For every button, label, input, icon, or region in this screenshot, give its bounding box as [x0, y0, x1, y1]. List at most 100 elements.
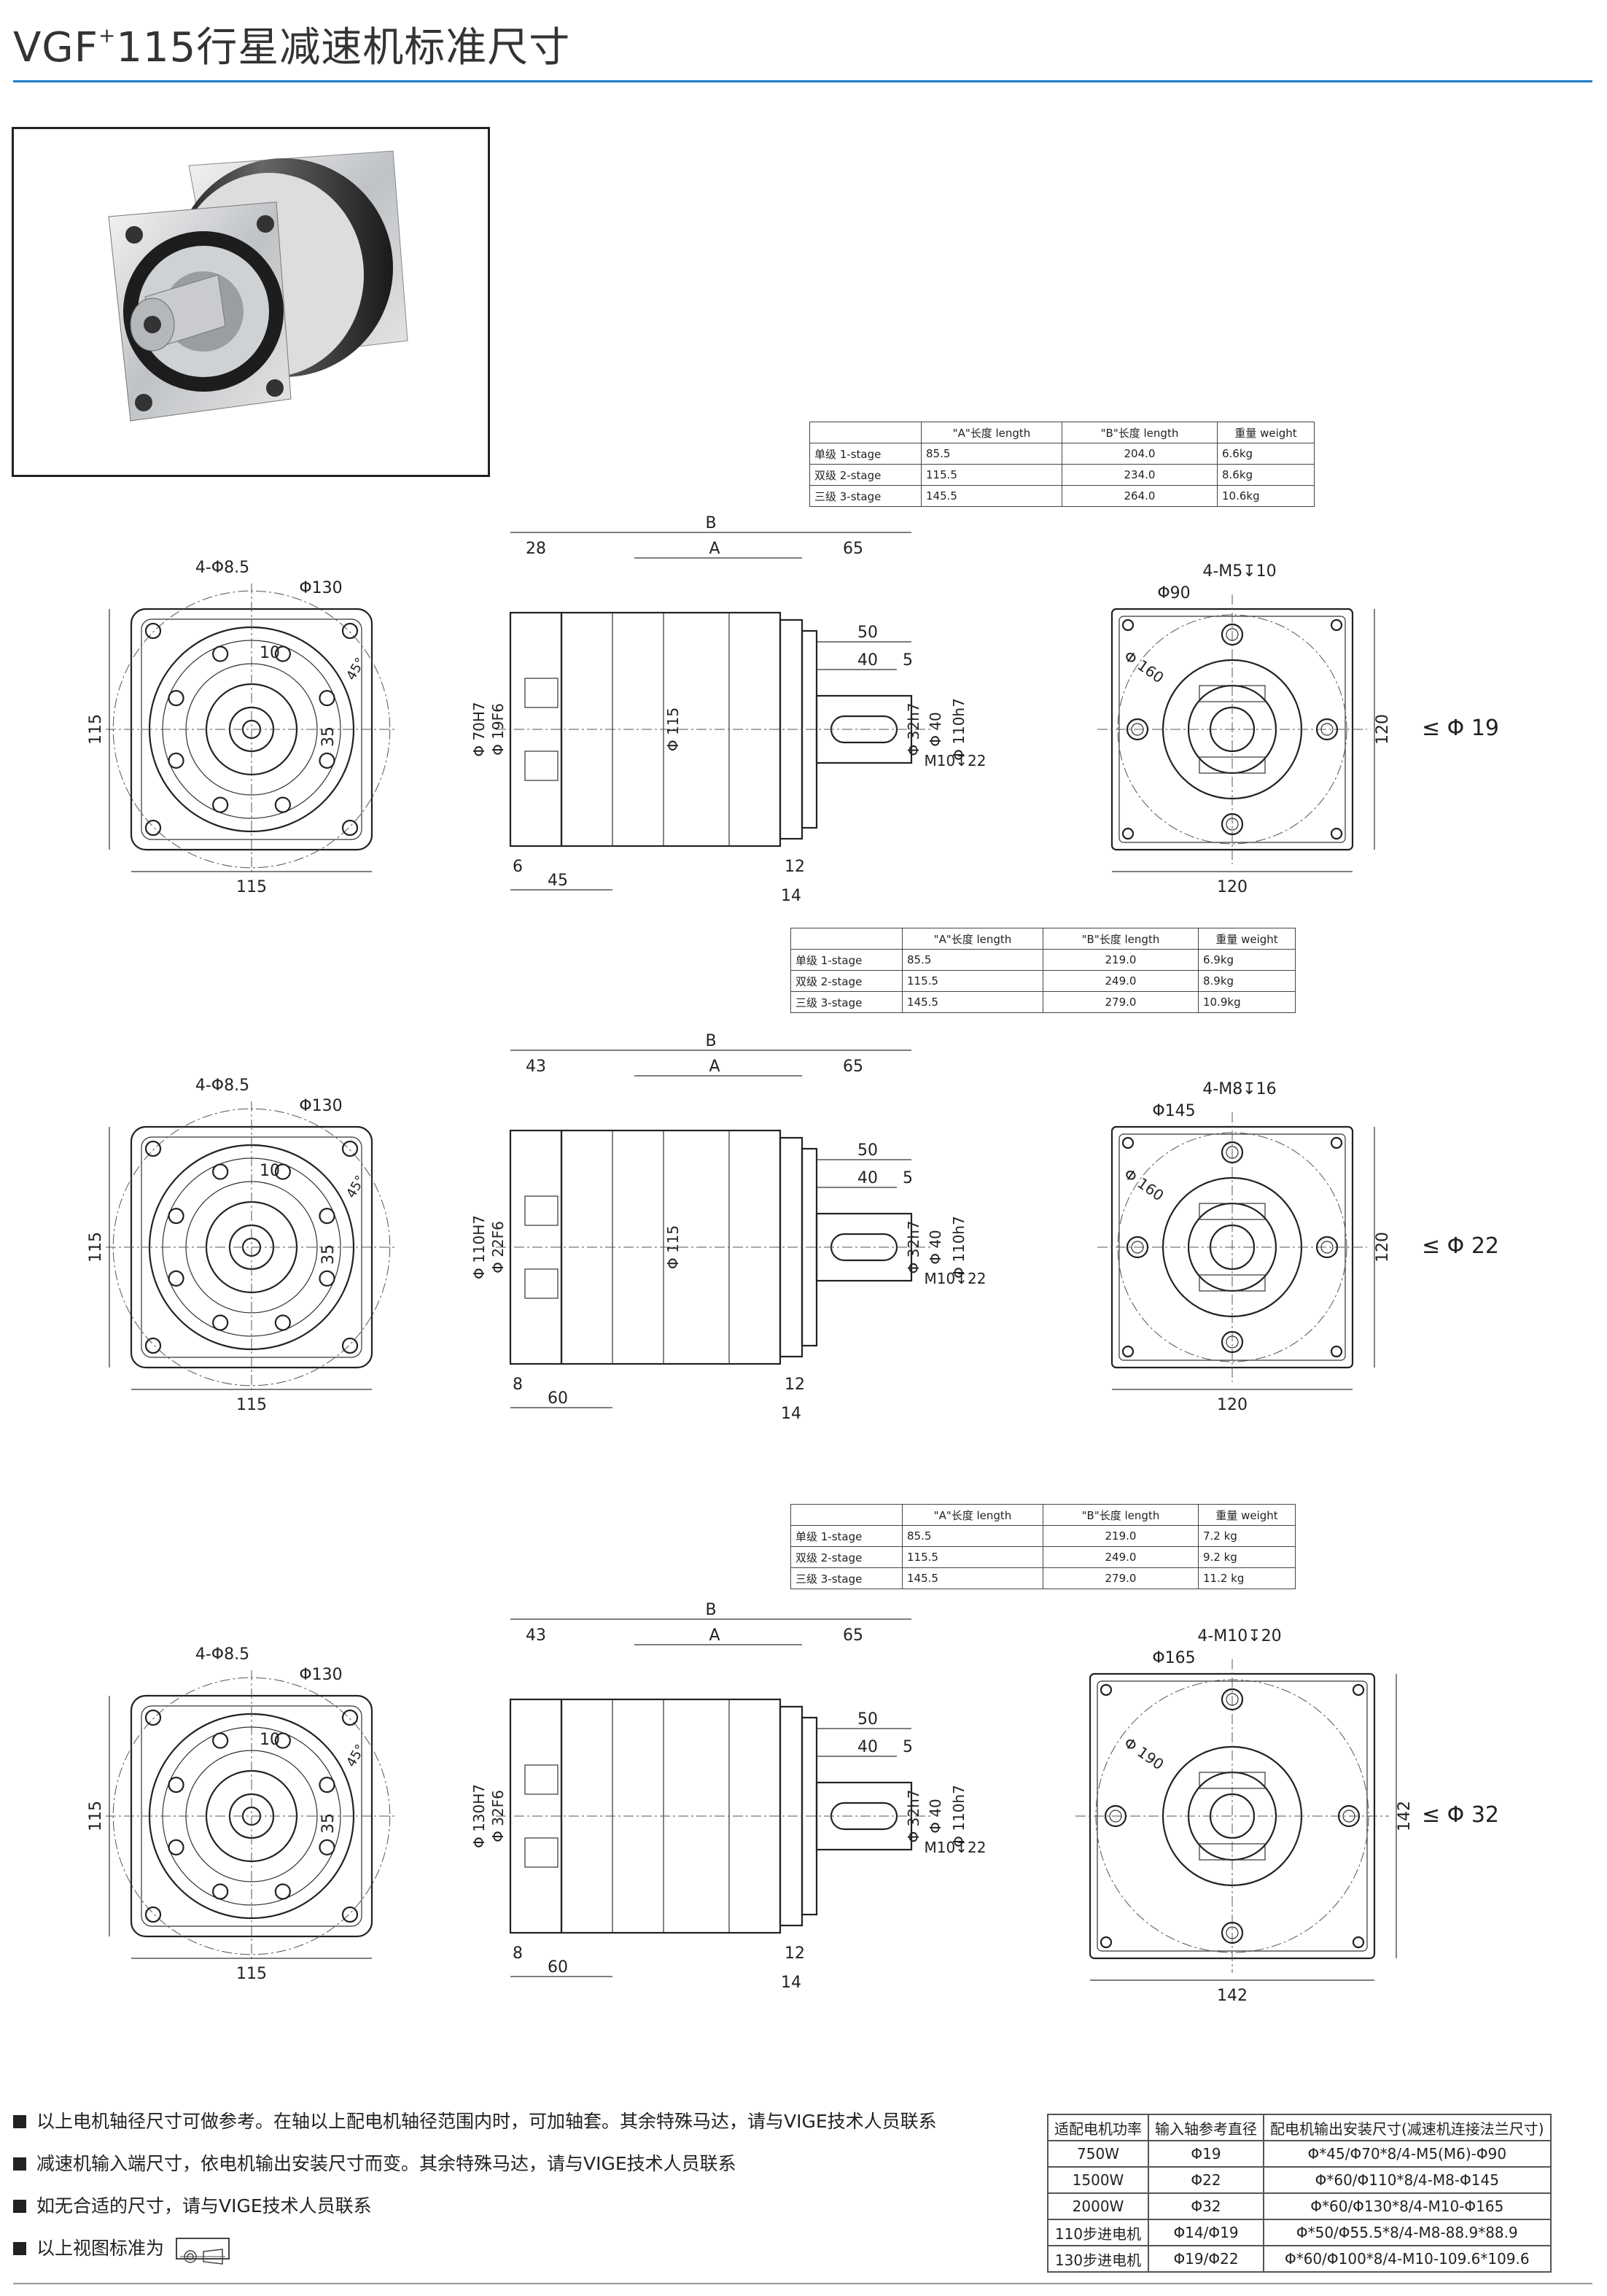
dim-width: 115	[236, 1396, 267, 1414]
dim-45: 60	[548, 1389, 568, 1408]
title-rule	[13, 80, 1592, 82]
dim-5: 5	[903, 1738, 913, 1756]
dim-45: 60	[548, 1958, 568, 1977]
dim-angle: 45°	[343, 655, 368, 683]
rear-dim-thread: 4-M8↧16	[1202, 1080, 1276, 1098]
dim-5: 5	[903, 1169, 913, 1187]
dim-thread: M10↧22	[925, 752, 987, 769]
rear-dim-thread: 4-M10↧20	[1197, 1627, 1281, 1645]
dim-40: 40	[857, 651, 878, 670]
dim-12: 12	[785, 1944, 805, 1963]
note-3: 如无合适的尺寸，请与VIGE技术人员联系	[13, 2185, 937, 2227]
dim-12: 12	[785, 858, 805, 876]
rear-dim-d2: Φ 160	[1121, 1165, 1167, 1204]
dim-A: A	[709, 1626, 720, 1645]
rear-dim-height: 120	[1374, 714, 1392, 745]
rear-dim-thread: 4-M5↧10	[1202, 562, 1276, 581]
dim-35: 35	[319, 1813, 338, 1834]
dim-pilot: Φ 110h7	[950, 1785, 968, 1847]
dim-35: 35	[319, 1244, 338, 1265]
dim-bore-2: Φ 22F6	[489, 1221, 507, 1273]
rear-dim-width: 120	[1217, 1396, 1248, 1414]
rear-dim-d2: Φ 160	[1121, 647, 1167, 686]
dim-pcd: Φ130	[299, 1097, 342, 1115]
dim-shaft-2: Φ 40	[927, 1799, 944, 1834]
dim-A: A	[709, 1058, 720, 1076]
dim-50: 50	[857, 1710, 878, 1729]
dim-14: 14	[781, 1974, 801, 1992]
dim-28: 28	[526, 540, 546, 558]
dim-50: 50	[857, 624, 878, 642]
note-1: 以上电机轴径尺寸可做参考。在轴以上配电机轴径范围内时，可加轴套。其余特殊马达，请…	[13, 2101, 937, 2143]
dim-28: 43	[526, 1626, 546, 1645]
dim-6: 6	[513, 858, 523, 876]
dim-6: 8	[513, 1944, 523, 1963]
dim-thread: M10↧22	[925, 1839, 987, 1856]
dim-14: 14	[781, 887, 801, 905]
dim-width: 115	[236, 1965, 267, 1983]
dim-shaft-1: Φ 32h7	[905, 1790, 922, 1843]
rear-shaft-limit: ≤ Φ 19	[1422, 715, 1499, 741]
dim-B: B	[705, 1601, 716, 1619]
dim-holes: 4-Φ8.5	[195, 1077, 249, 1095]
dim-10: 10	[260, 1731, 280, 1749]
dim-40: 40	[857, 1738, 878, 1756]
projection-symbol-icon	[176, 2238, 230, 2265]
dim-shaft-2: Φ 40	[927, 712, 944, 747]
dim-height: 115	[87, 714, 105, 745]
dim-holes: 4-Φ8.5	[195, 1645, 249, 1664]
dim-50: 50	[857, 1141, 878, 1160]
dim-65: 65	[843, 1626, 863, 1645]
note-2: 减速机输入端尺寸，依电机输出安装尺寸而变。其余特殊马达，请与VIGE技术人员联系	[13, 2143, 937, 2185]
dim-pcd: Φ130	[299, 579, 342, 597]
rear-dim-width: 142	[1217, 1987, 1248, 2005]
dim-B: B	[705, 1032, 716, 1050]
rear-dim-width: 120	[1217, 878, 1248, 896]
dim-65: 65	[843, 540, 863, 558]
rear-dim-d1: Φ90	[1157, 584, 1190, 602]
dim-6: 8	[513, 1376, 523, 1394]
rear-dim-d1: Φ165	[1152, 1649, 1195, 1667]
rear-dim-height: 120	[1374, 1232, 1392, 1263]
product-photo	[12, 127, 490, 477]
dim-width: 115	[236, 878, 267, 896]
notes: 以上电机轴径尺寸可做参考。在轴以上配电机轴径范围内时，可加轴套。其余特殊马达，请…	[13, 2101, 937, 2270]
dim-10: 10	[260, 1162, 280, 1180]
dim-bore-1: Φ 130H7	[470, 1784, 488, 1848]
dim-40: 40	[857, 1169, 878, 1187]
dim-10: 10	[260, 644, 280, 662]
dim-35: 35	[319, 726, 338, 747]
dim-45: 45	[548, 872, 568, 890]
dim-height: 115	[87, 1232, 105, 1263]
dim-pilot: Φ 110h7	[950, 1216, 968, 1279]
dim-height: 115	[87, 1801, 105, 1831]
dim-pilot: Φ 110h7	[950, 698, 968, 761]
dim-14: 14	[781, 1405, 801, 1423]
dim-body: Φ 115	[664, 707, 682, 751]
dim-shaft-2: Φ 40	[927, 1230, 944, 1265]
rear-shaft-limit: ≤ Φ 32	[1422, 1802, 1499, 1828]
dim-body: Φ 115	[664, 1225, 682, 1269]
dim-B: B	[705, 514, 716, 532]
dim-pcd: Φ130	[299, 1666, 342, 1684]
dim-65: 65	[843, 1058, 863, 1076]
dim-12: 12	[785, 1376, 805, 1394]
rear-dim-d2: Φ 190	[1121, 1734, 1167, 1773]
dim-A: A	[709, 540, 720, 558]
dim-bore-1: Φ 110H7	[470, 1215, 488, 1279]
dim-bore-2: Φ 19F6	[489, 703, 507, 756]
rear-shaft-limit: ≤ Φ 22	[1422, 1233, 1499, 1259]
